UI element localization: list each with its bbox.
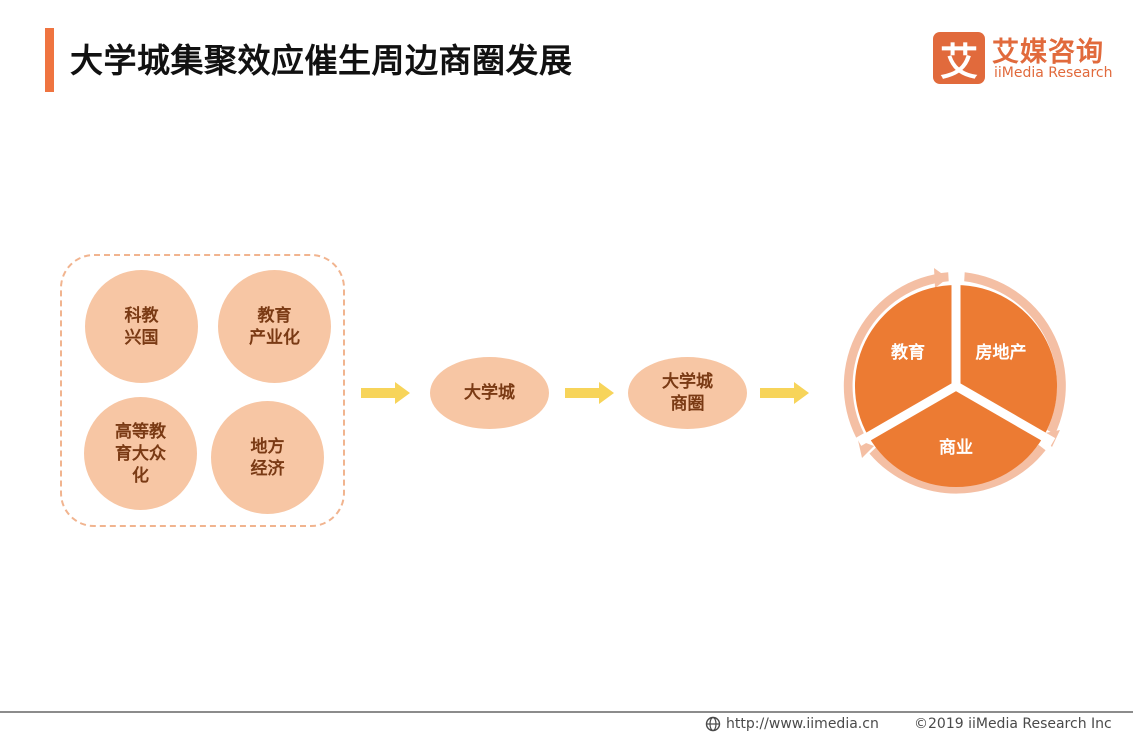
factor-label: 高等教 育大众 化 xyxy=(115,421,166,486)
footer-copyright: ©2019 iiMedia Research Inc xyxy=(914,716,1112,732)
page-title: 大学城集聚效应催生周边商圈发展 xyxy=(70,41,573,80)
flow-arrow-icon xyxy=(361,382,410,404)
factor-label: 教育 产业化 xyxy=(249,305,300,348)
brand-logo: 艾 艾媒咨询 iiMedia Research xyxy=(933,30,1113,86)
node-university-town: 大学城 xyxy=(430,357,549,429)
node-university-town-business-district: 大学城 商圈 xyxy=(628,357,747,429)
factor-label: 科教 兴国 xyxy=(124,305,159,348)
factor-higher-education-popularization: 高等教 育大众 化 xyxy=(84,397,197,510)
cycle-arrowhead-icon xyxy=(934,268,948,288)
factor-local-economy: 地方 经济 xyxy=(211,401,324,514)
cycle-ring-arc xyxy=(843,272,949,438)
logo-name-en: iiMedia Research xyxy=(994,65,1113,81)
globe-icon xyxy=(705,716,721,732)
footer-divider xyxy=(0,711,1133,713)
cycle-separator xyxy=(953,382,1056,446)
logo-mark: 艾 xyxy=(933,32,985,84)
cycle-separator xyxy=(856,382,959,446)
factor-education-industrialization: 教育 产业化 xyxy=(218,270,331,383)
footer-url-text[interactable]: http://www.iimedia.cn xyxy=(726,716,879,732)
flow-arrow-icon xyxy=(565,382,614,404)
node-label: 大学城 xyxy=(464,383,515,403)
cycle-label-education: 教育 xyxy=(890,342,925,363)
cycle-ring-arc xyxy=(869,444,1046,494)
factors-group xyxy=(60,254,345,527)
cycle-label-real-estate: 房地产 xyxy=(976,342,1027,363)
flow-arrow-icon xyxy=(760,382,809,404)
title-accent-bar xyxy=(45,28,54,92)
factor-label: 地方 经济 xyxy=(250,436,285,479)
logo-name-cn: 艾媒咨询 xyxy=(992,37,1104,68)
cycle-diagram: 教育 房地产 商业 xyxy=(843,268,1066,494)
footer-url[interactable]: http://www.iimedia.cn xyxy=(705,714,879,734)
cycle-ring-arc xyxy=(964,272,1066,435)
cycle-label-commerce: 商业 xyxy=(939,437,973,458)
node-label: 大学城 商圈 xyxy=(662,372,713,414)
factor-keji-xingguo: 科教 兴国 xyxy=(85,270,198,383)
